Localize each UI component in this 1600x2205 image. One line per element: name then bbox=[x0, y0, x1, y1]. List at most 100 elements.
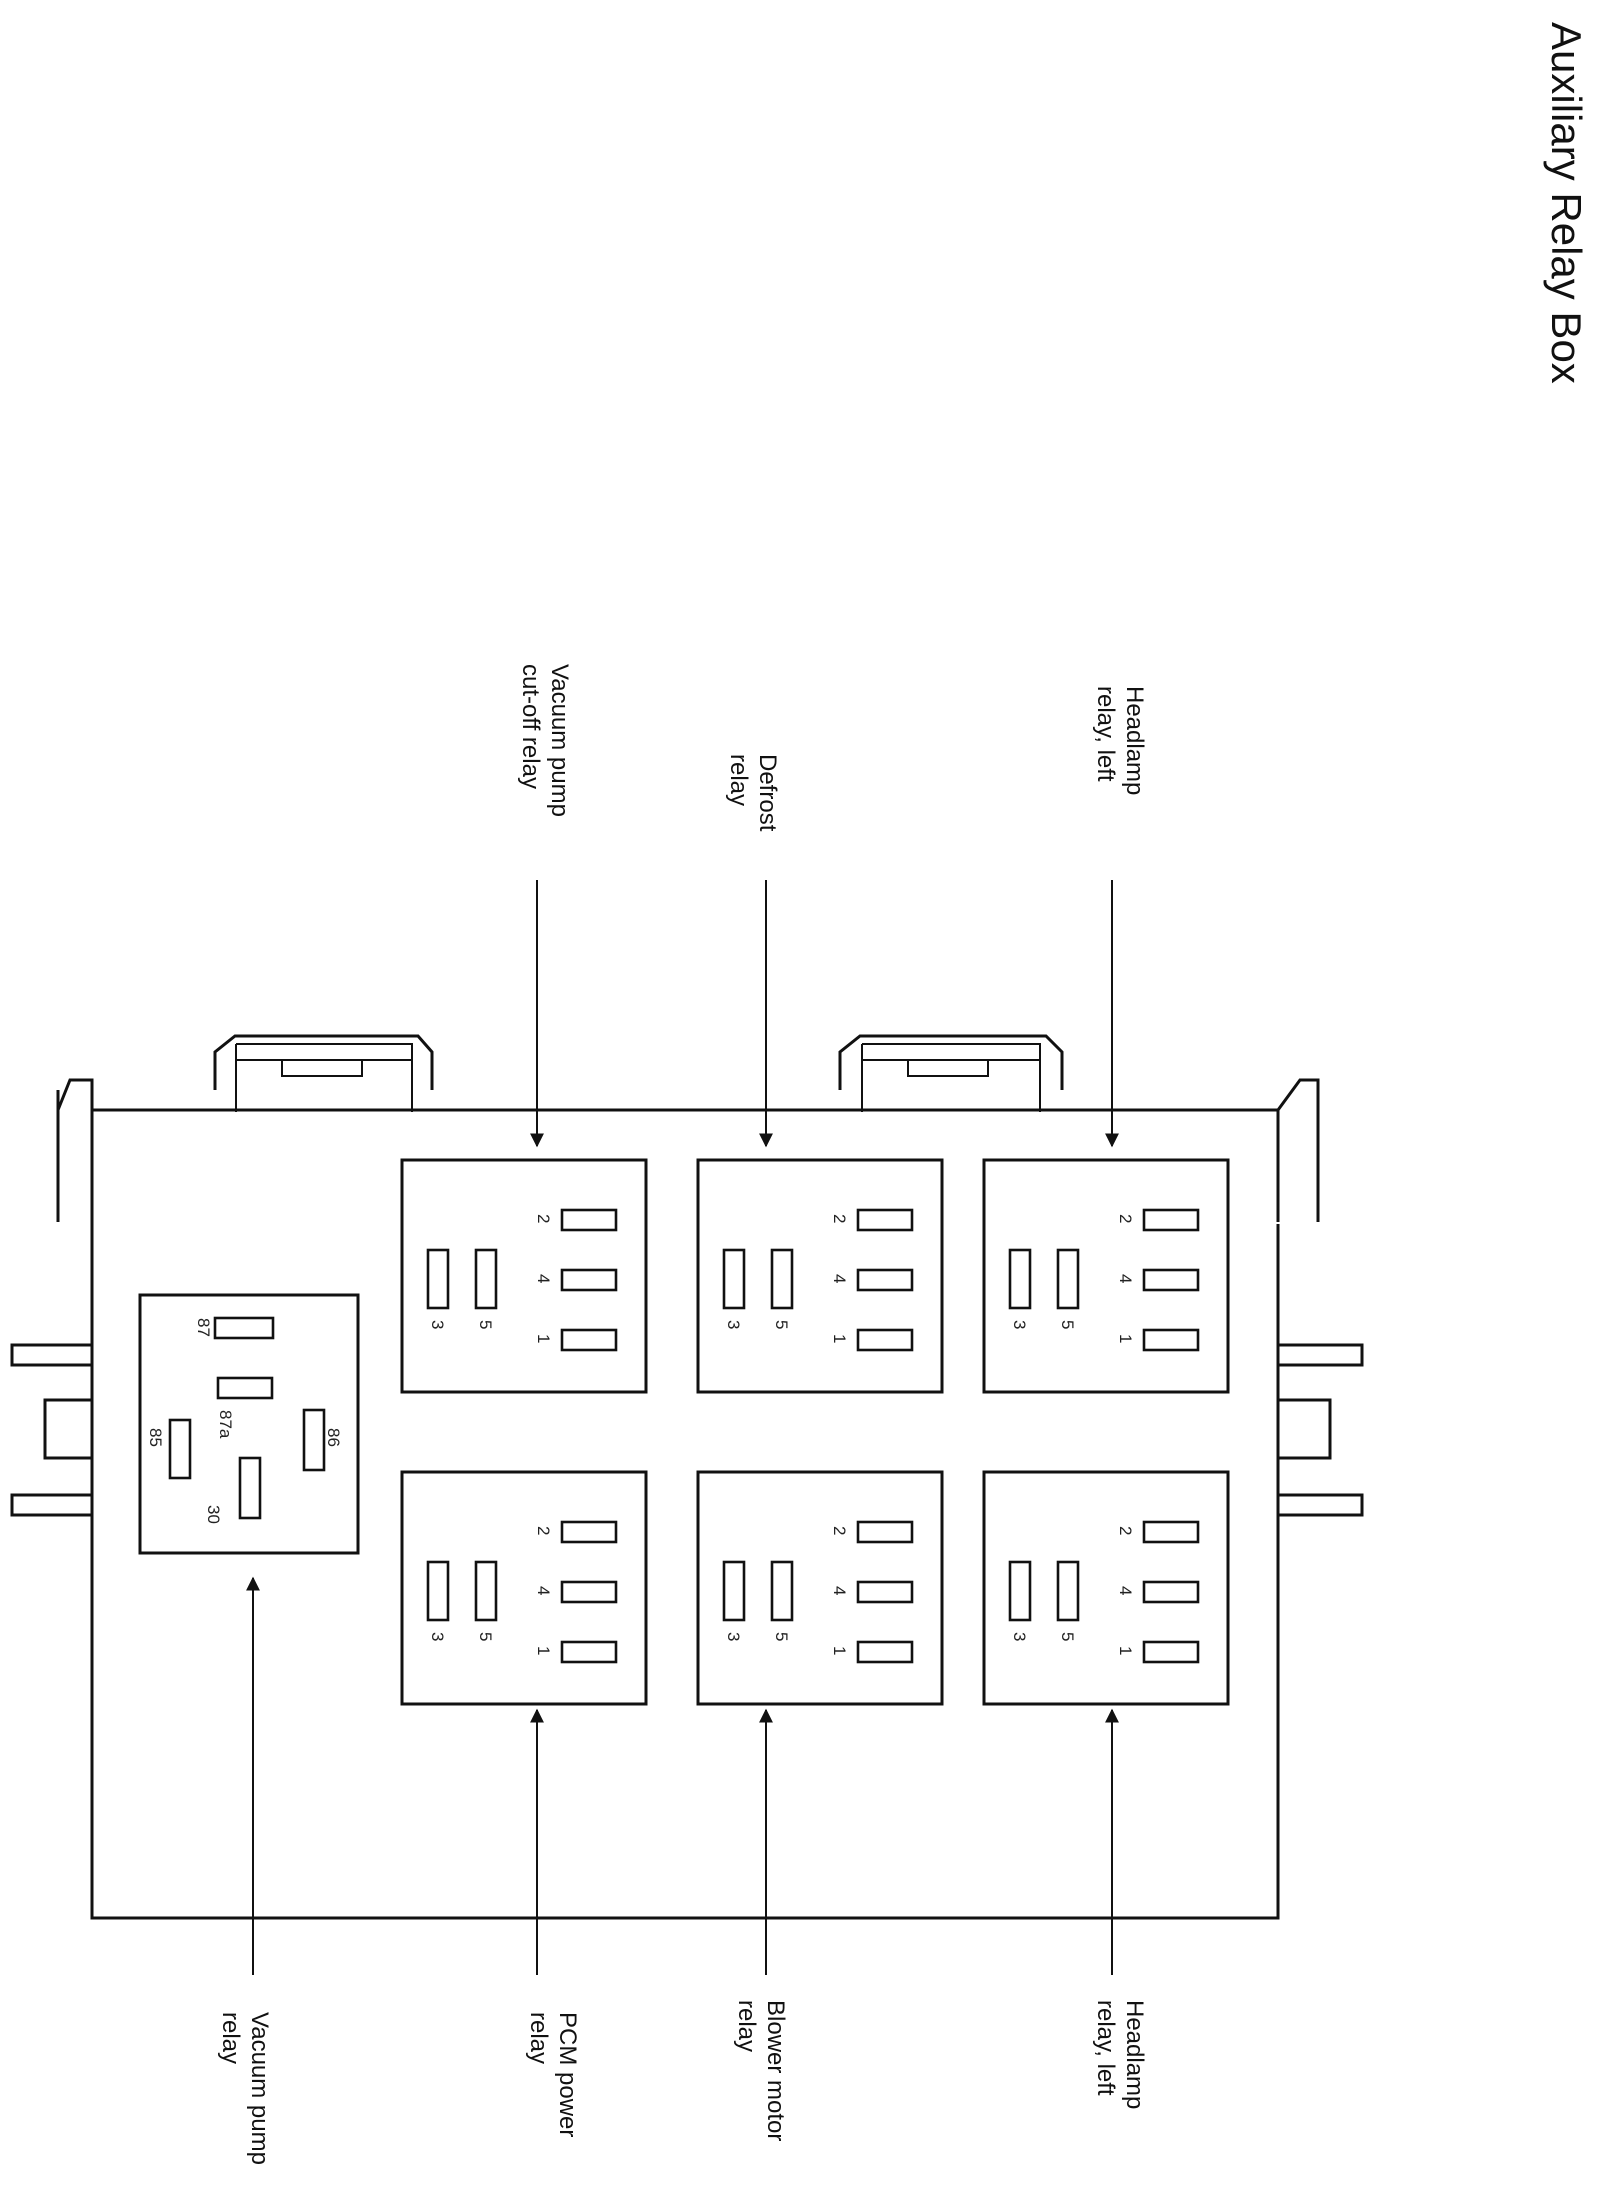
pin-label-4: 4 bbox=[1116, 1274, 1135, 1283]
pin-1 bbox=[560, 1328, 618, 1352]
pin-5 bbox=[474, 1248, 498, 1310]
pin-2 bbox=[856, 1520, 914, 1544]
pin-label-5: 5 bbox=[476, 1632, 495, 1641]
pin-label-2: 2 bbox=[1116, 1214, 1135, 1223]
pin-label-85: 85 bbox=[146, 1428, 165, 1447]
pin-label-4: 4 bbox=[830, 1586, 849, 1595]
pin-label-2: 2 bbox=[534, 1526, 553, 1535]
pin-4 bbox=[856, 1580, 914, 1604]
relay-box-housing bbox=[10, 1034, 1364, 1920]
pin-2 bbox=[1142, 1520, 1200, 1544]
label-pcm-power-line1: PCM power bbox=[554, 2012, 581, 2137]
headlamp-bottom-relay-socket: 2 4 1 3 5 bbox=[982, 1470, 1230, 1706]
label-headlamp-top-line2: relay, left bbox=[1092, 686, 1119, 782]
pin-4 bbox=[1142, 1580, 1200, 1604]
label-vacuum-pump-line1: Vacuum pump bbox=[246, 2012, 273, 2165]
pin-87a bbox=[216, 1376, 274, 1400]
pcm-power-relay-socket: 2 4 1 3 5 bbox=[400, 1470, 648, 1706]
pin-5 bbox=[770, 1560, 794, 1622]
pin-label-5: 5 bbox=[1058, 1320, 1077, 1329]
pin-label-3: 3 bbox=[428, 1632, 447, 1641]
pin-label-5: 5 bbox=[476, 1320, 495, 1329]
pin-3 bbox=[1008, 1560, 1032, 1622]
pin-3 bbox=[722, 1560, 746, 1622]
pin-label-4: 4 bbox=[830, 1274, 849, 1283]
pin-1 bbox=[856, 1640, 914, 1664]
pin-label-5: 5 bbox=[1058, 1632, 1077, 1641]
pin-label-3: 3 bbox=[1010, 1320, 1029, 1329]
defrost-relay-socket: 2 4 1 3 5 bbox=[696, 1158, 944, 1394]
pin-label-4: 4 bbox=[534, 1586, 553, 1595]
pin-1 bbox=[560, 1640, 618, 1664]
pin-1 bbox=[1142, 1328, 1200, 1352]
pin-3 bbox=[722, 1248, 746, 1310]
callout-labels: Vacuum pump cut-off relay Defrost relay … bbox=[217, 664, 1148, 2165]
socket-frame bbox=[982, 1158, 1230, 1394]
pin-label-1: 1 bbox=[830, 1334, 849, 1343]
pin-87 bbox=[213, 1316, 275, 1340]
pin-2 bbox=[560, 1520, 618, 1544]
pin-label-3: 3 bbox=[724, 1632, 743, 1641]
pin-5 bbox=[474, 1560, 498, 1622]
left-mount bbox=[10, 1343, 94, 1517]
vacuum-pump-cutoff-relay-socket: 2 4 1 3 5 bbox=[400, 1158, 648, 1394]
socket-frame bbox=[400, 1470, 648, 1706]
pin-1 bbox=[1142, 1640, 1200, 1664]
pin-label-30: 30 bbox=[204, 1505, 223, 1524]
pin-label-3: 3 bbox=[724, 1320, 743, 1329]
pin-label-2: 2 bbox=[534, 1214, 553, 1223]
pin-5 bbox=[1056, 1248, 1080, 1310]
label-pcm-power-line2: relay bbox=[525, 2012, 552, 2064]
pin-label-86: 86 bbox=[324, 1428, 343, 1447]
socket-frame bbox=[696, 1470, 944, 1706]
diagram-title: Auxiliary Relay Box bbox=[1543, 22, 1590, 384]
blower-motor-relay-socket: 2 4 1 3 5 bbox=[696, 1470, 944, 1706]
pin-85 bbox=[168, 1418, 192, 1480]
pin-3 bbox=[426, 1560, 450, 1622]
pin-label-2: 2 bbox=[830, 1214, 849, 1223]
label-headlamp-bottom-line1: Headlamp bbox=[1121, 2000, 1148, 2109]
vacuum-pump-relay-socket: 87 87a 85 86 30 bbox=[138, 1293, 360, 1555]
pin-label-2: 2 bbox=[1116, 1526, 1135, 1535]
pin-4 bbox=[560, 1268, 618, 1292]
pin-5 bbox=[1056, 1560, 1080, 1622]
label-defrost-line2: relay bbox=[725, 754, 752, 806]
pin-label-1: 1 bbox=[534, 1334, 553, 1343]
socket-frame bbox=[400, 1158, 648, 1394]
right-mount bbox=[1276, 1343, 1364, 1517]
pin-2 bbox=[1142, 1208, 1200, 1232]
pin-label-1: 1 bbox=[534, 1646, 553, 1655]
pin-label-1: 1 bbox=[830, 1646, 849, 1655]
pin-label-4: 4 bbox=[534, 1274, 553, 1283]
pin-label-5: 5 bbox=[772, 1632, 791, 1641]
pin-4 bbox=[856, 1268, 914, 1292]
pin-86 bbox=[302, 1408, 326, 1472]
pin-5 bbox=[770, 1248, 794, 1310]
label-headlamp-bottom-line2: relay, left bbox=[1092, 2000, 1119, 2096]
pin-label-3: 3 bbox=[1010, 1632, 1029, 1641]
callout-arrows bbox=[246, 880, 1119, 1975]
pin-label-4: 4 bbox=[1116, 1586, 1135, 1595]
pin-2 bbox=[560, 1208, 618, 1232]
pin-label-1: 1 bbox=[1116, 1646, 1135, 1655]
pin-label-2: 2 bbox=[830, 1526, 849, 1535]
pin-4 bbox=[1142, 1268, 1200, 1292]
socket-frame bbox=[982, 1470, 1230, 1706]
pin-3 bbox=[1008, 1248, 1032, 1310]
label-blower-motor-line1: Blower motor bbox=[762, 2000, 789, 2141]
label-vacuum-pump-line2: relay bbox=[217, 2012, 244, 2064]
pin-3 bbox=[426, 1248, 450, 1310]
pin-label-87a: 87a bbox=[216, 1410, 235, 1439]
pin-4 bbox=[560, 1580, 618, 1604]
pin-2 bbox=[856, 1208, 914, 1232]
label-blower-motor-line2: relay bbox=[733, 2000, 760, 2052]
top-tab-left bbox=[213, 1034, 434, 1090]
pin-label-5: 5 bbox=[772, 1320, 791, 1329]
pin-label-3: 3 bbox=[428, 1320, 447, 1329]
label-defrost-line1: Defrost bbox=[754, 754, 781, 832]
label-vacuum-pump-cutoff-line2: cut-off relay bbox=[517, 664, 544, 789]
top-tab-right bbox=[838, 1034, 1064, 1090]
